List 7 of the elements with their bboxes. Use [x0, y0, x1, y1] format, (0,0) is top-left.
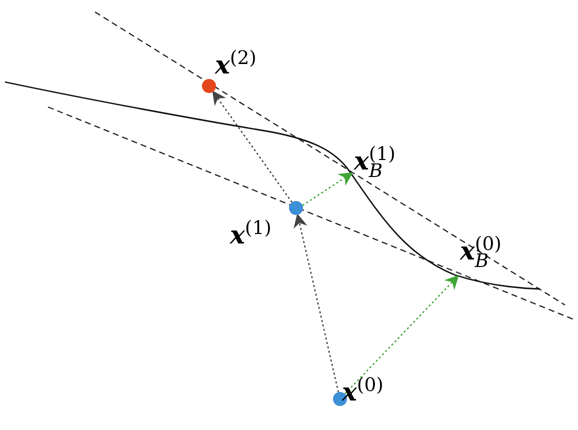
arrow: [302, 172, 354, 206]
point-label: x$^{(1)}$: [230, 220, 272, 248]
point-label: x$^{(0)}$: [342, 377, 384, 404]
arrow: [212, 90, 292, 203]
point-label: x$^{(2)}$: [215, 50, 256, 78]
arrow: [294, 213, 340, 392]
arrow: [344, 275, 459, 394]
